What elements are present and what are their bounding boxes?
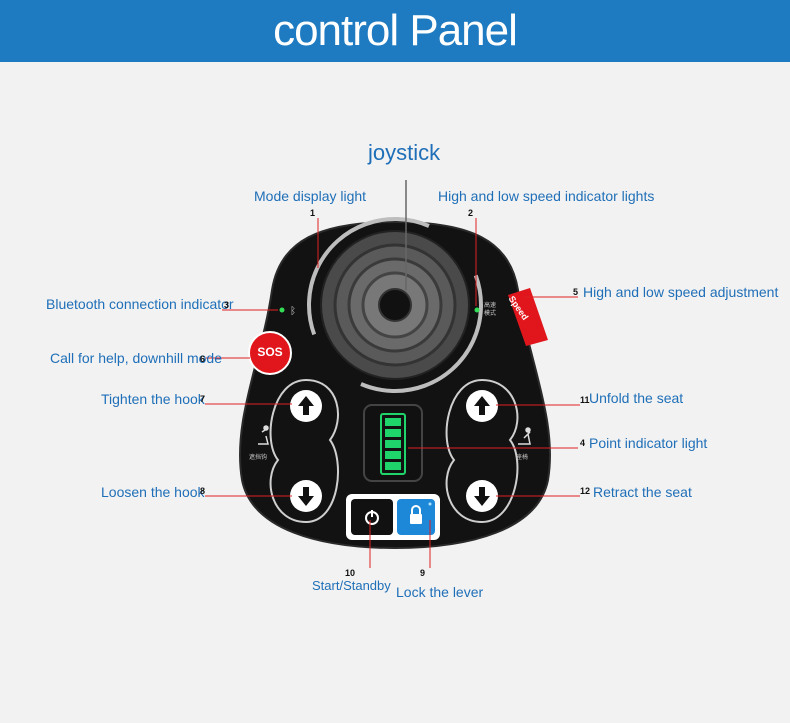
speed-button [508,288,548,346]
speed-mode-text-2: 模式 [484,311,497,317]
retract-label: Retract the seat [593,484,692,500]
loosen-num: 8 [200,486,206,496]
battery-bar [385,418,401,426]
mode-display-label: Mode display light [254,188,367,204]
bluetooth-num: 3 [224,300,230,310]
retract-num: 12 [580,486,591,496]
point-num: 4 [580,438,586,448]
battery-bar [385,462,401,470]
tighten-label: Tighten the hook [101,391,205,407]
bluetooth-label: Bluetooth connection indicator [46,296,234,312]
lock-button [397,499,435,535]
power-button [351,499,393,535]
tighten-num: 7 [200,394,206,404]
sos-callout-label: Call for help, downhill mode [50,350,222,366]
bluetooth-led [279,307,285,313]
joystick-title: joystick [368,140,441,165]
battery-bar [385,440,401,448]
unfold-num: 11 [580,395,590,405]
speed-indicator-num: 2 [468,208,474,218]
seat-key-text: 座椅 [516,455,529,461]
speed-indicator-label: High and low speed indicator lights [438,188,655,204]
seat-icon [518,427,531,445]
battery-bar [385,451,401,459]
sos-label[interactable]: SOS [257,345,283,359]
battery-bar [385,429,401,437]
start-label: Start/Standby [312,578,391,593]
unfold-label: Unfold the seat [589,390,684,406]
right-keypad-outline [445,378,519,524]
device-body [238,220,552,550]
speed-mode-text-1: 高速 [484,303,497,309]
mode-display-num: 1 [310,208,316,218]
lock-num: 9 [420,568,426,578]
unfold-seat-button [466,390,498,422]
leader-lines [205,218,580,568]
loosen-label: Loosen the hook [101,484,205,500]
sos-num: 6 [200,354,206,364]
tighten-hook-button [290,390,322,422]
speed-led [474,307,480,313]
hook-icon [258,425,269,445]
speed-adjust-label: High and low speed adjustment [583,284,779,300]
loosen-hook-button [290,480,322,512]
retract-seat-button [466,480,498,512]
lock-label: Lock the lever [396,584,484,600]
point-label: Point indicator light [589,435,708,451]
page-title: control Panel [273,6,518,55]
sos-button [248,331,292,375]
header-bar: control Panel [0,0,790,62]
start-num: 10 [345,568,356,578]
speed-adjust-num: 5 [573,287,579,297]
hook-key-text: 遮挡钩 [249,455,268,461]
bluetooth-icon: ᛒ [290,306,296,317]
joystick-knob [378,288,412,322]
battery-indicator [363,404,423,482]
left-keypad-outline [269,378,339,524]
